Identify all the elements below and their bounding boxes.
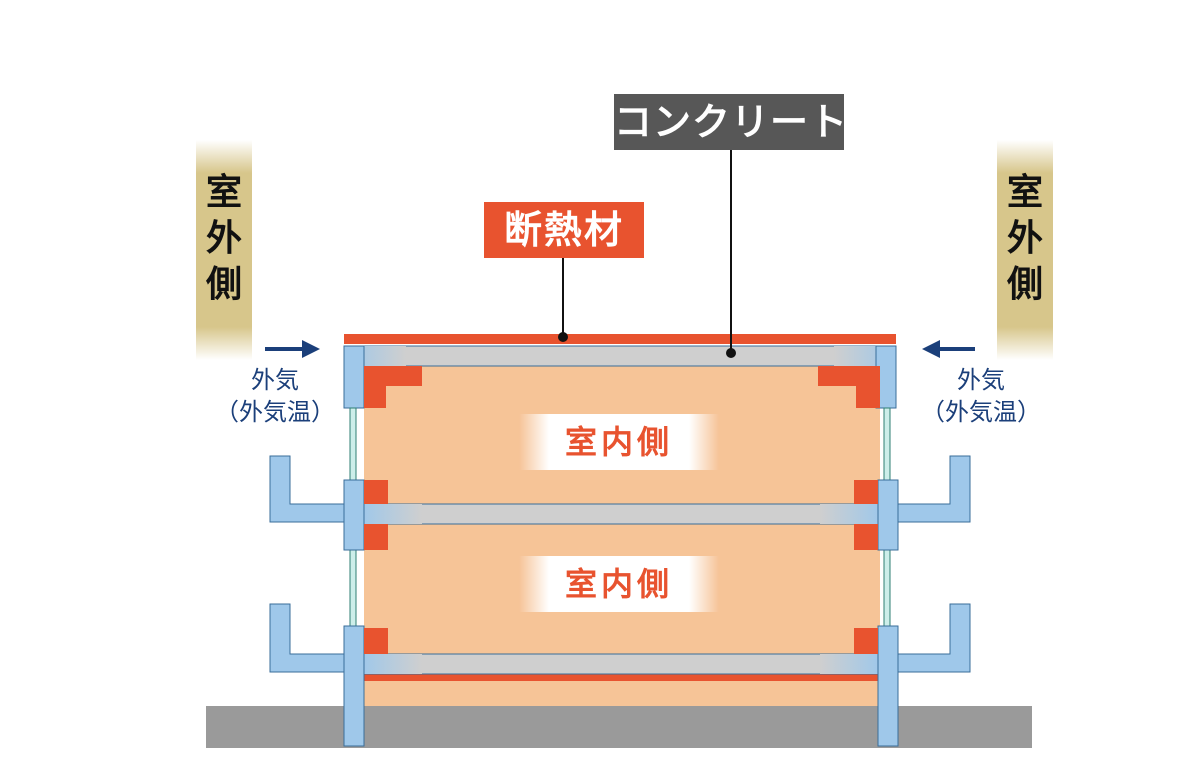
leader-insulation — [558, 258, 568, 342]
outside-air-title-left: 外気 — [251, 366, 299, 394]
room-label-upper: 室内側 — [519, 414, 719, 470]
outside-label-left: 室外側 — [205, 172, 242, 305]
middle-slab — [269, 455, 971, 551]
outside-label-right: 室外側 — [1006, 172, 1043, 305]
roof-slab — [343, 345, 897, 409]
outside-air-label-right: 外気 （外気温） — [906, 364, 1056, 428]
insulation-corners — [364, 366, 880, 654]
arrow-right-icon — [265, 340, 320, 358]
ground — [206, 706, 1032, 748]
leader-concrete — [726, 150, 736, 358]
outside-air-temp-left: （外気温） — [215, 398, 335, 426]
outside-air-label-left: 外気 （外気温） — [200, 364, 350, 428]
outside-air-title-right: 外気 — [957, 366, 1005, 394]
outside-band-left: 室外側 — [196, 140, 252, 360]
outside-air-temp-right: （外気温） — [921, 398, 1041, 426]
floor-insulation — [364, 674, 880, 681]
concrete-label: コンクリート — [614, 94, 847, 150]
foundation-right — [877, 625, 899, 747]
room-label-lower: 室内側 — [519, 556, 719, 612]
arrow-left-icon — [922, 340, 975, 358]
insulation-label: 断熱材 — [484, 202, 644, 258]
foundation-left — [343, 625, 365, 747]
roof-insulation — [344, 334, 896, 344]
outside-band-right: 室外側 — [997, 140, 1053, 360]
